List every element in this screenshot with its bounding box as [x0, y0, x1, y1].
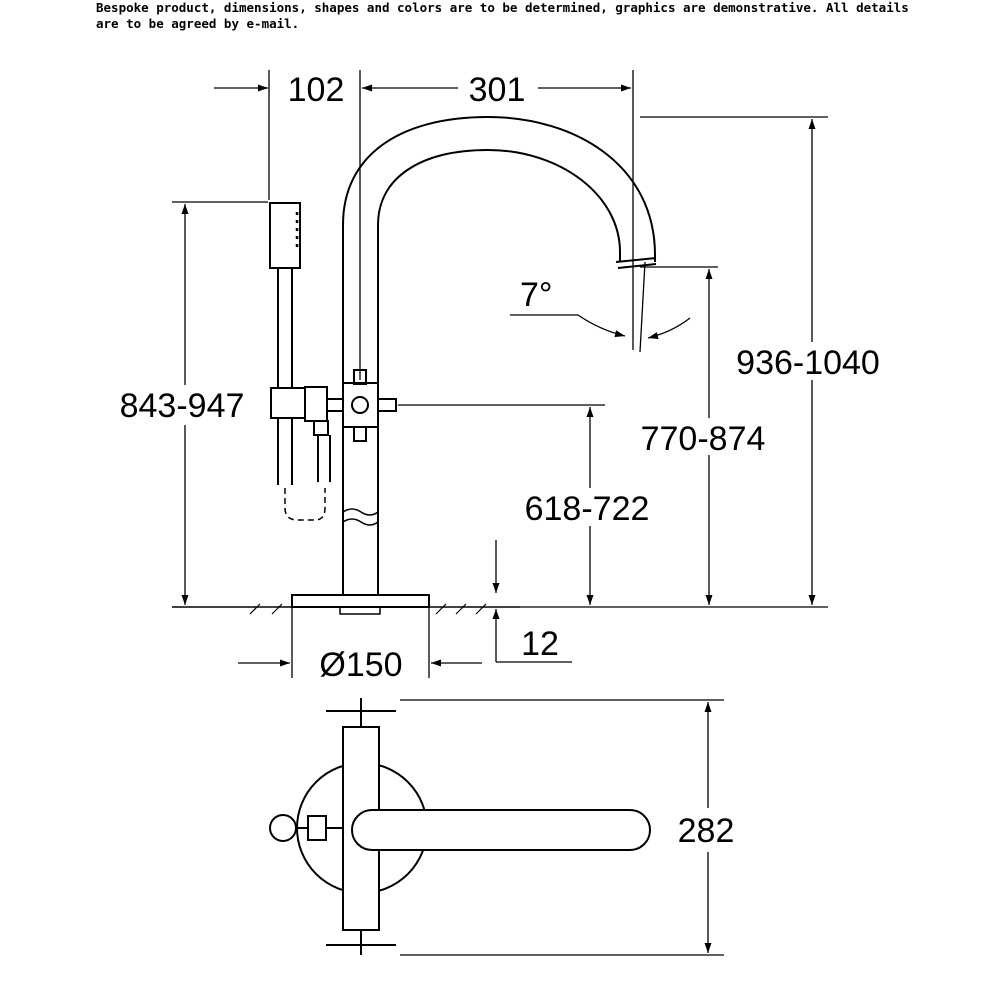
dim-plan-depth: 282	[678, 812, 735, 850]
diverter-knob	[313, 420, 329, 436]
dim-handshower-offset: 102	[288, 71, 345, 109]
handle-arm-left	[326, 398, 344, 412]
spout-inner	[377, 148, 621, 383]
diverter-body	[304, 386, 328, 422]
column-break	[342, 508, 379, 526]
handle-cap	[351, 396, 369, 414]
plan-spout	[351, 809, 651, 851]
disclaimer-note: Bespoke product, dimensions, shapes and …	[96, 0, 909, 31]
plan-view	[269, 698, 651, 955]
handle-arm-bottom	[353, 426, 367, 442]
side-elevation-view	[172, 115, 657, 615]
plan-diverter-knob	[269, 814, 297, 842]
dim-base-diameter: Ø150	[319, 646, 402, 684]
handle-hub	[342, 382, 379, 428]
dim-spout-angle: 7°	[520, 276, 553, 314]
plan-dimension-lines	[400, 699, 724, 956]
dim-base-thickness: 12	[521, 625, 559, 663]
handshower-head	[269, 202, 301, 269]
spout-outer	[342, 115, 656, 383]
handle-arm-right	[377, 398, 397, 412]
dim-spout-reach: 301	[469, 71, 526, 109]
dim-handle-height: 618-722	[525, 490, 650, 528]
dim-handshower-height: 843-947	[120, 387, 245, 425]
base-plate	[291, 594, 430, 608]
floor-hatch	[249, 603, 487, 615]
dim-total-height: 936-1040	[736, 344, 880, 382]
handshower-holder	[270, 387, 306, 419]
spout-outlet	[615, 257, 657, 263]
hose-dashed	[284, 488, 326, 521]
dimension-labels: 102 301 7° 936-1040 843-947 770-874 618-…	[120, 71, 880, 850]
handshower-grip	[277, 267, 293, 389]
side-dimension-lines	[172, 70, 828, 678]
base-drain	[339, 606, 381, 615]
dim-spout-outlet-height: 770-874	[641, 420, 766, 458]
